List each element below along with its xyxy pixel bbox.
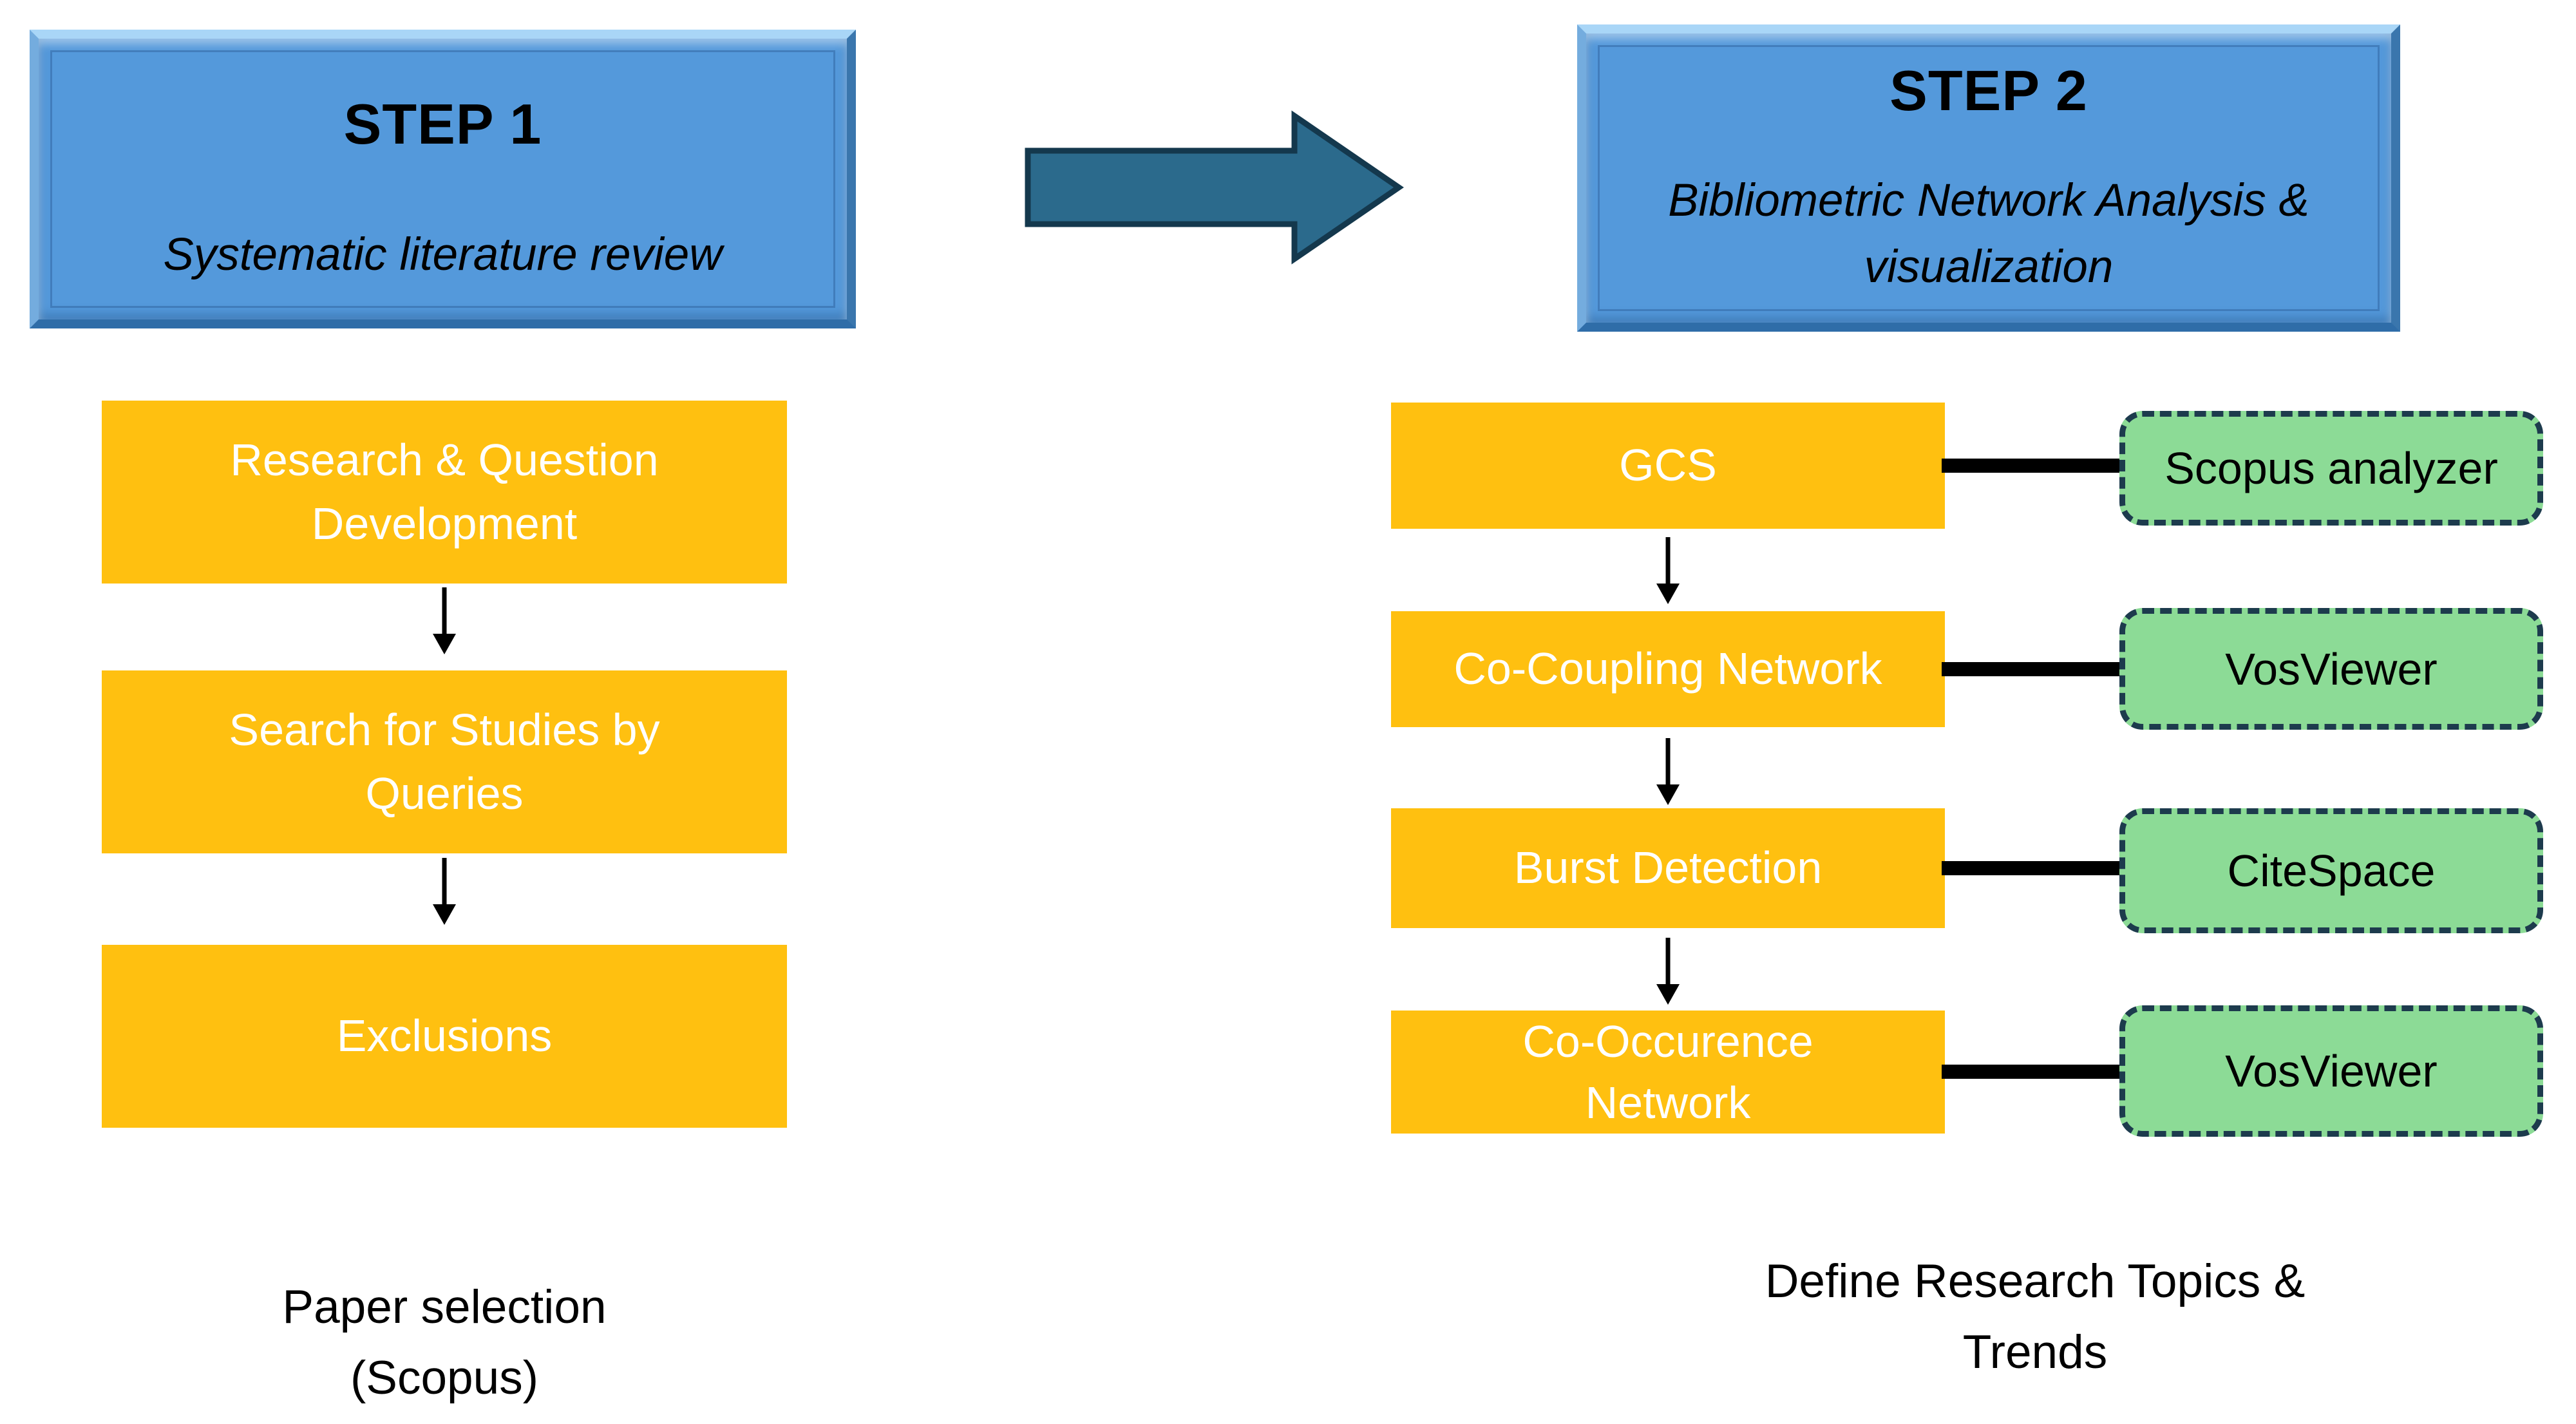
tool-box-label: CiteSpace [2227,846,2436,896]
connector-line [1942,1065,2122,1079]
down-arrow-icon [1656,738,1680,805]
step2-caption-line1: Define Research Topics & [1765,1255,2306,1307]
tool-box-citespace: CiteSpace [2119,808,2543,933]
flow-box-research-question-development: Research & Question Development [102,401,787,584]
flow-box-exclusions: Exclusions [102,945,787,1128]
down-arrow-icon [1656,537,1680,604]
tool-box-vosviewer-2: VosViewer [2119,1005,2543,1137]
step2-subtitle-line1: Bibliometric Network Analysis & [1668,175,2309,227]
step1-caption-line1: Paper selection [282,1281,607,1333]
flow-box-co-occurence-network: Co-Occurence Network [1391,1011,1945,1134]
step2-caption: Define Research Topics & Trends [1649,1246,2421,1387]
tool-box-label: VosViewer [2225,643,2438,694]
step2-subtitle: Bibliometric Network Analysis & visualiz… [1668,168,2309,301]
flow-box-label-line: Queries [365,768,524,819]
tool-box-label: VosViewer [2225,1046,2438,1096]
connector-line [1942,861,2122,875]
step2-title: STEP 2 [1889,59,2088,122]
flow-box-label-line: Burst Detection [1513,842,1823,893]
flow-box-label-line: GCS [1619,440,1717,491]
tool-box-vosviewer-1: VosViewer [2119,608,2543,730]
flow-box-gcs: GCS [1391,403,1945,529]
flow-box-label-line: Co-Occurence [1522,1016,1814,1067]
flow-box-co-coupling-network: Co-Coupling Network [1391,611,1945,727]
connector-line [1942,459,2122,473]
flow-box-label-line: Research & Question [230,434,659,485]
connector-line [1942,662,2122,676]
down-arrow-icon [1656,938,1680,1005]
step2-subtitle-line2: visualization [1864,242,2114,293]
flow-box-label-line: Search for Studies by [229,704,660,755]
flow-box-label-line: Network [1585,1077,1751,1128]
tool-box-scopus-analyzer: Scopus analyzer [2119,411,2543,526]
step1-to-step2-arrow-icon [1025,110,1404,265]
step1-caption: Paper selection (Scopus) [102,1272,787,1413]
flow-box-search-for-studies: Search for Studies by Queries [102,670,787,853]
tool-box-label: Scopus analyzer [2164,443,2498,493]
step1-subtitle: Systematic literature review [163,229,723,281]
flow-box-burst-detection: Burst Detection [1391,808,1945,928]
step1-header-box: STEP 1 Systematic literature review [30,30,856,328]
down-arrow-icon [433,587,456,654]
step1-title: STEP 1 [343,92,542,156]
flow-box-label-line: Development [311,498,578,549]
flow-box-label-line: Exclusions [336,1011,553,1061]
step2-header-box: STEP 2 Bibliometric Network Analysis & v… [1577,24,2400,332]
flow-box-label-line: Co-Coupling Network [1454,643,1882,694]
step1-caption-line2: (Scopus) [350,1351,539,1404]
step2-caption-line2: Trends [1962,1325,2108,1378]
down-arrow-icon [433,858,456,925]
